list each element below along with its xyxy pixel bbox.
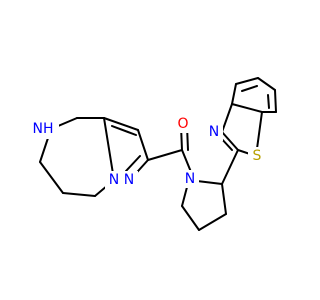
bond <box>198 213 227 231</box>
pyrrolidine-n-label: N <box>185 171 195 187</box>
bond <box>196 180 223 185</box>
pyrazole-n1-label: N <box>109 172 119 188</box>
bond <box>147 149 183 161</box>
bond <box>221 131 239 151</box>
bond <box>125 155 141 172</box>
bond <box>137 129 149 161</box>
thiazole-s-label: S <box>253 148 262 164</box>
bond <box>221 183 227 215</box>
pyrazole-n2-label: N <box>124 172 134 188</box>
atom-labels: NH N N O N N S <box>27 115 266 189</box>
molecule-structure: NH N N O N N S <box>27 77 277 231</box>
thiazole-n-label: N <box>209 124 219 140</box>
bond <box>221 103 233 133</box>
bond <box>241 85 258 92</box>
amine-label: NH <box>33 121 54 137</box>
bond <box>111 125 137 136</box>
bond <box>221 149 239 185</box>
bonds <box>39 77 277 231</box>
bond <box>103 117 139 131</box>
bond <box>39 161 64 194</box>
bond <box>103 117 115 181</box>
bond <box>267 94 270 109</box>
bond <box>231 83 237 105</box>
bond <box>62 192 96 197</box>
bond <box>274 89 277 113</box>
bond <box>181 149 192 173</box>
bond <box>181 205 200 231</box>
bond <box>257 77 276 91</box>
bond <box>231 103 263 113</box>
carbonyl-oxygen-label: O <box>177 116 188 132</box>
bond <box>235 77 259 85</box>
